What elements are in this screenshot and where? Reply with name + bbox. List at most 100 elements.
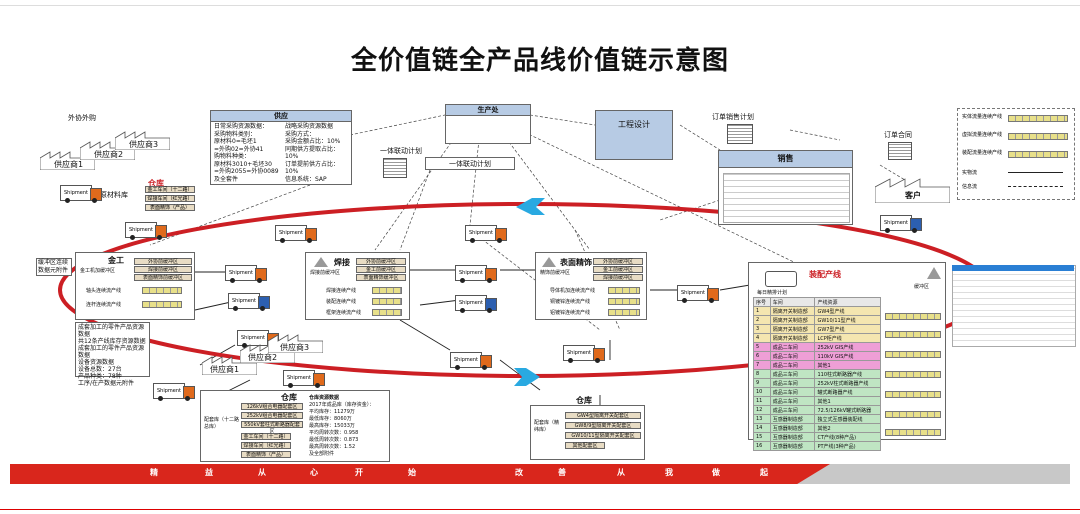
supply-left-item: 原材料3010+毛坯30 — [214, 160, 272, 168]
table-cell: 成品三车间 — [769, 405, 816, 415]
sales-table — [723, 173, 850, 223]
loop-arrow-top — [516, 198, 545, 215]
buffer-triangle-icon — [314, 257, 328, 267]
table-cell: 独立式互感器装配线 — [814, 414, 881, 424]
table-cell: 成品二车间 — [769, 342, 816, 352]
slogan-char: 心 — [310, 468, 318, 477]
buffer-triangle-icon — [542, 257, 556, 267]
table-cell: 其他2 — [814, 423, 881, 433]
left-stats: 成套加工的零件产品资源数据 共12条产线库存资源数据 成套加工的零件产品资源数据… — [75, 322, 150, 387]
order-plan-label: 订单销售计划 — [712, 113, 754, 121]
supply-left-item: 日常采购资源数据： — [214, 123, 269, 130]
slogan-char: 精 — [150, 468, 158, 477]
sales-header: 销售 — [719, 151, 852, 168]
supply-left-item: 采购物料类别： — [214, 130, 257, 138]
table-cell: 15 — [753, 432, 771, 442]
table-cell: 成品三车间 — [769, 387, 816, 397]
table-cell: 互感器制造部 — [769, 423, 816, 433]
legend-swatch — [1008, 151, 1068, 158]
legend: 实体流量连续产线 虚拟流量连续产线 装配流量连续产线 实物流 信息流 — [957, 108, 1075, 200]
supply-left-item: 购物料种类： — [214, 153, 251, 160]
integrated-plan-side-label: 一体联动计划 — [380, 147, 422, 155]
information-flow-arrow-icon — [1008, 186, 1063, 187]
warehouse-top-item: 表面精饰（产品） — [145, 204, 195, 211]
table-cell: 成品三车间 — [769, 378, 816, 388]
table-cell: 成品二车间 — [769, 360, 816, 370]
table-cell: 隔离开关制造部 — [769, 306, 816, 316]
warehouse-top-item: 金工车间（十二路） — [145, 186, 195, 193]
supply-box: 供应 日常采购资源数据： 采购物料类别： 原材料0=毛坯1 =外购02=外协41… — [210, 110, 352, 185]
stage-metalwork: 金工 金工机加缓冲区 外协前缓冲区 焊接前缓冲区 表面精饰前缓冲区 轴头连续流产… — [75, 252, 195, 320]
supply-left-item: 原材料0=毛坯1 — [214, 138, 257, 145]
table-cell: 隔离开关制造部 — [769, 324, 816, 334]
slogan-char: 从 — [258, 468, 266, 477]
table-cell: 成品三车间 — [769, 369, 816, 379]
table-cell: 8 — [753, 369, 771, 379]
bottom-divider — [0, 509, 1080, 510]
schedule-board-icon — [765, 271, 797, 287]
table-cell: 6 — [753, 351, 771, 361]
supply-right-item: 订单提前供方占比：10% — [285, 160, 340, 176]
slogan-bar-red — [10, 464, 830, 484]
slogan-char: 做 — [712, 468, 720, 477]
table-cell: 罐式断路器产线 — [814, 387, 881, 397]
production-header: 生产处 — [446, 105, 530, 116]
buffer-triangle-icon — [927, 267, 941, 279]
production-box: 生产处 — [445, 104, 531, 144]
supply-header: 供应 — [211, 111, 351, 122]
assembly-title: 装配产线 — [809, 270, 841, 279]
slogan-char: 从 — [617, 468, 625, 477]
table-cell: 成品二车间 — [769, 351, 816, 361]
customer-factory: 客户 — [874, 175, 951, 204]
table-cell: 1 — [753, 306, 771, 316]
side-data-table-header — [952, 265, 1074, 271]
top-divider — [0, 5, 1080, 6]
table-cell: GW10/11型产线 — [814, 315, 881, 325]
slogan-char: 我 — [665, 468, 673, 477]
warehouse-right: 仓库 配套库（精纬库） GW4型隔离开关配套区 GW8/9型隔离开关配套区 GW… — [530, 396, 645, 460]
stage-surface: 表面精饰 精饰前缓冲区 外协前缓冲区 金工前缓冲区 焊接前缓冲区 导体机加连续流… — [535, 252, 647, 320]
table-cell: 16 — [753, 441, 771, 451]
table-cell: 252kV GIS产线 — [814, 342, 881, 352]
table-cell: 成品三车间 — [769, 396, 816, 406]
supply-right-item: 战略采购资源数据 — [285, 123, 334, 130]
raw-material-label: 原材料库 — [100, 191, 128, 199]
table-cell: 其他1 — [814, 396, 881, 406]
supply-left-item: 及全套件 — [214, 175, 239, 183]
slogan-char: 始 — [408, 468, 416, 477]
table-cell: 252kV柱式断路器产线 — [814, 378, 881, 388]
material-flow-arrow-icon — [1008, 172, 1063, 173]
table-cell: 12 — [753, 405, 771, 415]
table-cell: 隔离开关制造部 — [769, 315, 816, 325]
flow-line-slots — [142, 301, 182, 308]
table-cell: 9 — [753, 378, 771, 388]
legend-item: 实体流量连续产线 — [962, 114, 1003, 120]
warehouse-bottom: 仓库 配套库（十二路总库） 126kV组合电器配套区 252kV组合电器配套区 … — [200, 390, 390, 462]
table-cell: 10 — [753, 387, 771, 397]
supply-right-item: 同期供方提取占比：10% — [285, 145, 340, 161]
table-cell: 110kV GIS产线 — [814, 351, 881, 361]
slogan-char: 改 — [515, 468, 523, 477]
table-cell: 互感器制造部 — [769, 414, 816, 424]
table-cell: 13 — [753, 414, 771, 424]
table-cell: 2 — [753, 315, 771, 325]
integrated-plan-box: 一体联动计划 — [425, 157, 515, 170]
table-cell: PT产线(3种产品) — [814, 441, 881, 451]
supply-left-item: =外购02=外协41 — [214, 145, 264, 153]
slogan-char: 益 — [205, 468, 213, 477]
order-contract-label: 订单合同 — [884, 131, 912, 139]
